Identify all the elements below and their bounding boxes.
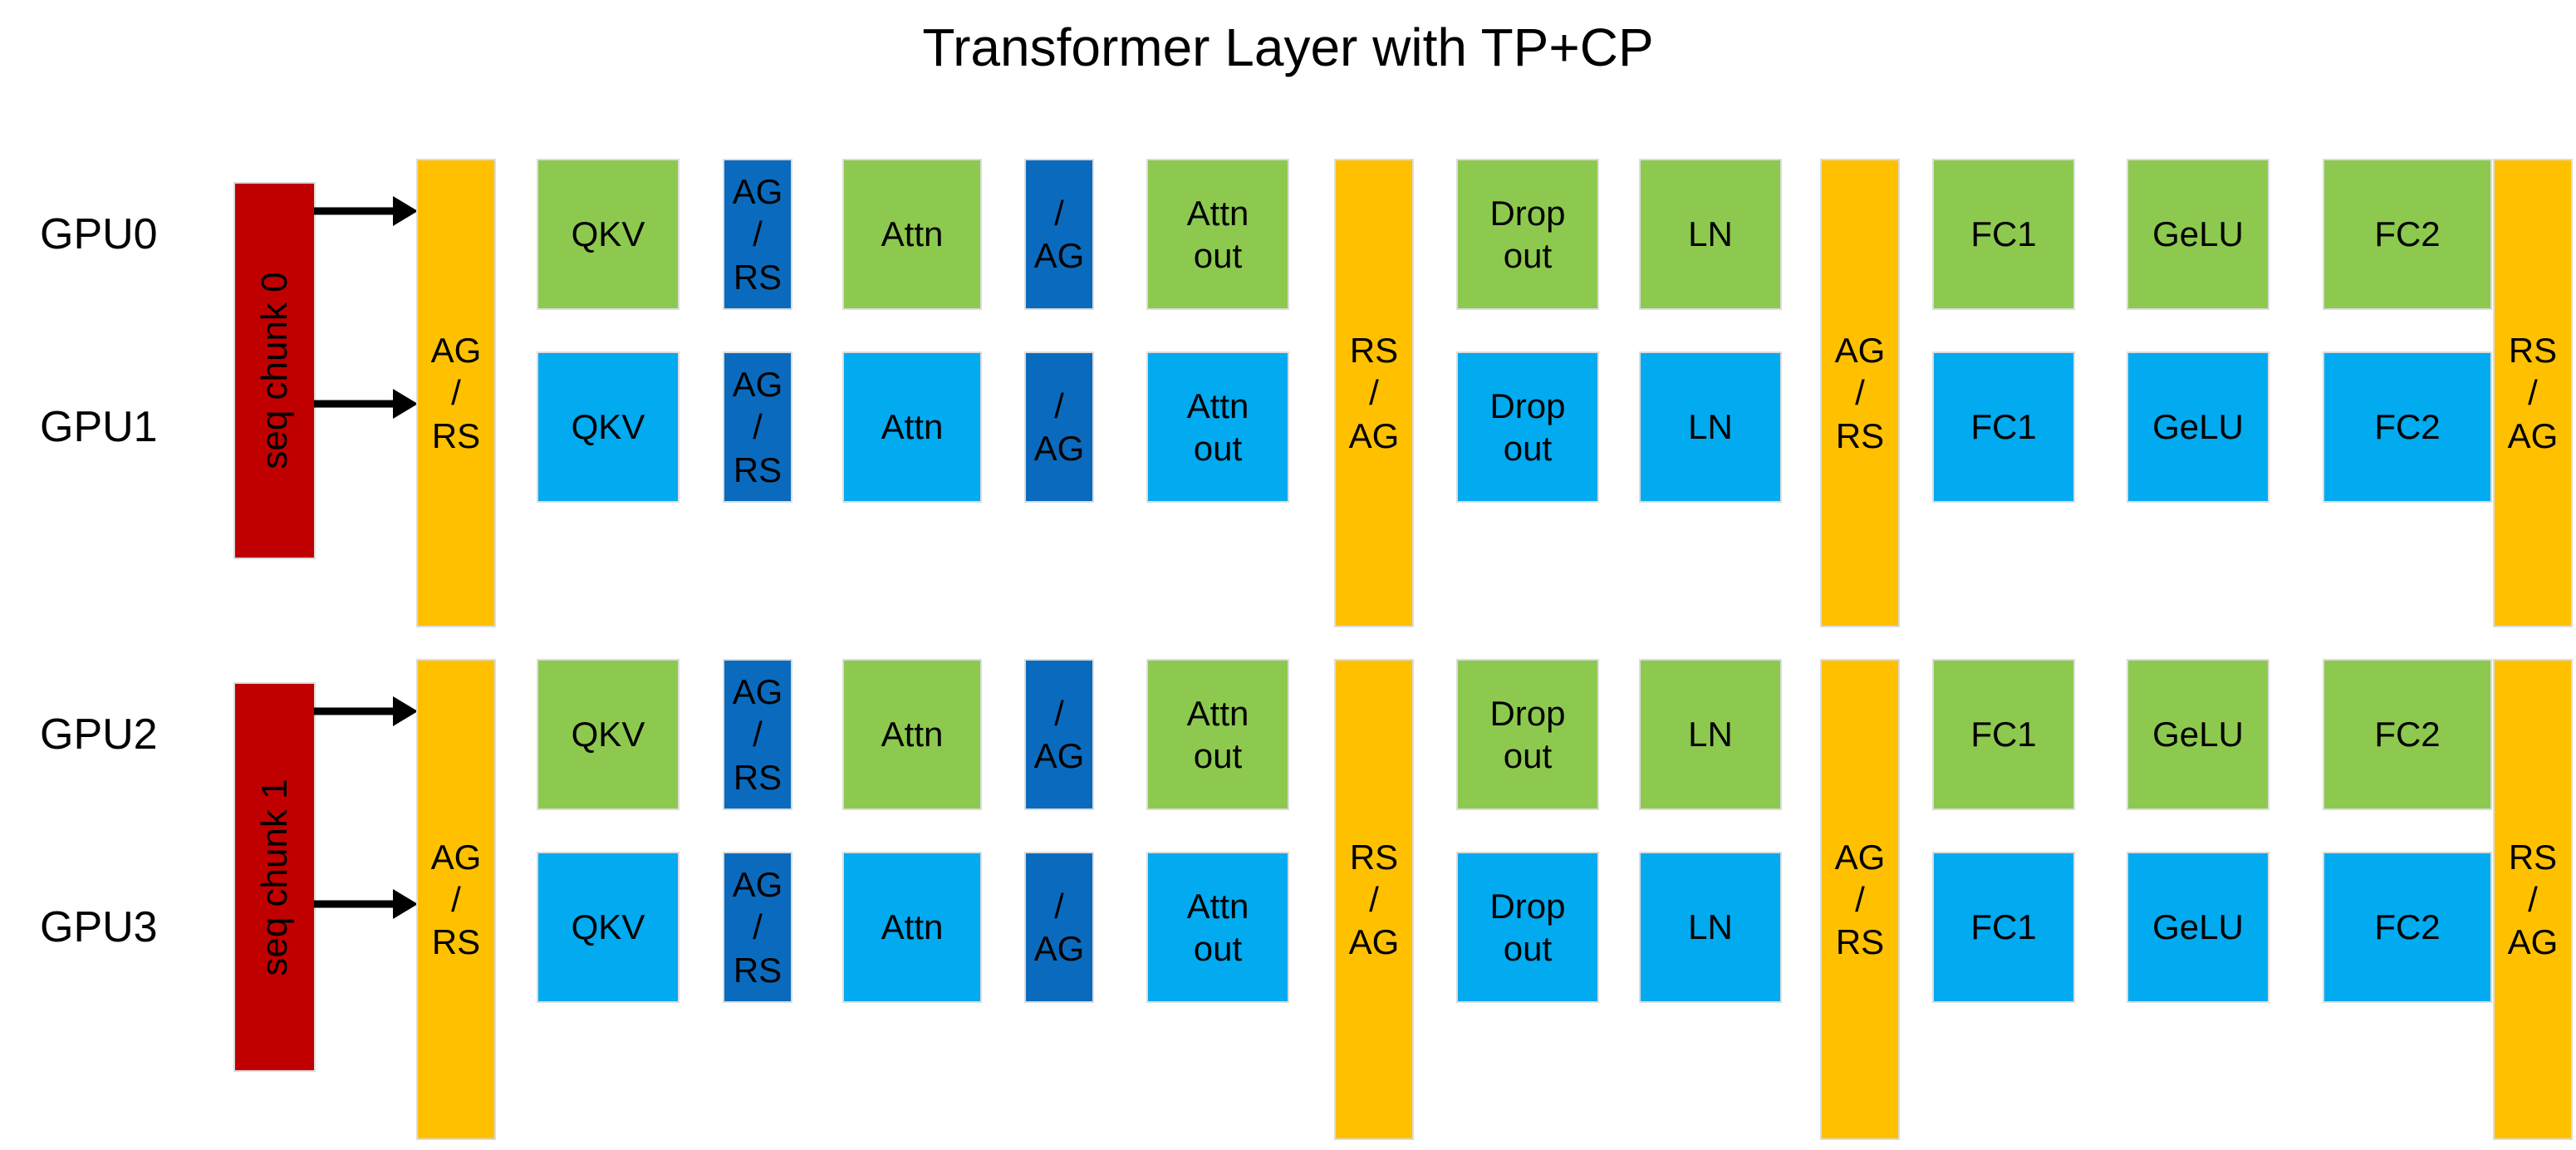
compute-block: FC2 bbox=[2324, 160, 2490, 308]
compute-block: Attn out bbox=[1148, 853, 1288, 1001]
compute-block: GeLU bbox=[2128, 661, 2268, 808]
tp-comm-block: / AG bbox=[1026, 661, 1092, 808]
arrow-shaft bbox=[314, 707, 396, 715]
tp-comm-block: AG / RS bbox=[724, 353, 791, 501]
arrow-head-icon bbox=[393, 889, 418, 919]
seq-chunk-label: seq chunk 1 bbox=[253, 778, 295, 976]
compute-block: Attn bbox=[844, 160, 980, 308]
compute-block: Drop out bbox=[1458, 853, 1597, 1001]
compute-block: FC2 bbox=[2324, 661, 2490, 808]
compute-block: LN bbox=[1641, 353, 1780, 501]
seq-chunk-block: seq chunk 1 bbox=[235, 684, 314, 1070]
compute-block: Attn out bbox=[1148, 353, 1288, 501]
cp-comm-block: RS / AG bbox=[2495, 661, 2571, 1138]
gpu-row-label-gpu1: GPU1 bbox=[40, 403, 158, 451]
compute-block: FC1 bbox=[1934, 853, 2073, 1001]
compute-block: GeLU bbox=[2128, 353, 2268, 501]
compute-block: FC1 bbox=[1934, 661, 2073, 808]
compute-block: LN bbox=[1641, 661, 1780, 808]
compute-block: LN bbox=[1641, 853, 1780, 1001]
tp-comm-block: / AG bbox=[1026, 853, 1092, 1001]
cp-comm-block: AG / RS bbox=[418, 661, 494, 1138]
compute-block: Drop out bbox=[1458, 661, 1597, 808]
compute-block: Drop out bbox=[1458, 353, 1597, 501]
compute-block: Attn bbox=[844, 853, 980, 1001]
compute-block: QKV bbox=[538, 853, 678, 1001]
compute-block: Attn bbox=[844, 661, 980, 808]
arrow-shaft bbox=[314, 400, 396, 408]
tp-comm-block: / AG bbox=[1026, 353, 1092, 501]
tp-comm-block: AG / RS bbox=[724, 160, 791, 308]
seq-chunk-block: seq chunk 0 bbox=[235, 184, 314, 558]
cp-comm-block: AG / RS bbox=[1822, 160, 1898, 626]
compute-block: Attn out bbox=[1148, 661, 1288, 808]
seq-chunk-label: seq chunk 0 bbox=[253, 272, 295, 469]
compute-block: Attn bbox=[844, 353, 980, 501]
compute-block: Attn out bbox=[1148, 160, 1288, 308]
arrow-shaft bbox=[314, 900, 396, 908]
compute-block: QKV bbox=[538, 661, 678, 808]
cp-comm-block: RS / AG bbox=[2495, 160, 2571, 626]
tp-comm-block: AG / RS bbox=[724, 853, 791, 1001]
compute-block: GeLU bbox=[2128, 853, 2268, 1001]
page-title: Transformer Layer with TP+CP bbox=[922, 17, 1654, 77]
cp-comm-block: RS / AG bbox=[1336, 160, 1412, 626]
cp-comm-block: AG / RS bbox=[418, 160, 494, 626]
compute-block: FC1 bbox=[1934, 353, 2073, 501]
arrow-shaft bbox=[314, 207, 396, 215]
tp-comm-block: AG / RS bbox=[724, 661, 791, 808]
compute-block: LN bbox=[1641, 160, 1780, 308]
cp-comm-block: RS / AG bbox=[1336, 661, 1412, 1138]
compute-block: FC1 bbox=[1934, 160, 2073, 308]
gpu-row-label-gpu3: GPU3 bbox=[40, 903, 158, 951]
compute-block: Drop out bbox=[1458, 160, 1597, 308]
arrow-head-icon bbox=[393, 696, 418, 726]
compute-block: GeLU bbox=[2128, 160, 2268, 308]
cp-comm-block: AG / RS bbox=[1822, 661, 1898, 1138]
compute-block: FC2 bbox=[2324, 853, 2490, 1001]
compute-block: QKV bbox=[538, 160, 678, 308]
compute-block: QKV bbox=[538, 353, 678, 501]
gpu-row-label-gpu2: GPU2 bbox=[40, 710, 158, 759]
gpu-row-label-gpu0: GPU0 bbox=[40, 210, 158, 258]
tp-comm-block: / AG bbox=[1026, 160, 1092, 308]
compute-block: FC2 bbox=[2324, 353, 2490, 501]
arrow-head-icon bbox=[393, 196, 418, 226]
arrow-head-icon bbox=[393, 389, 418, 419]
